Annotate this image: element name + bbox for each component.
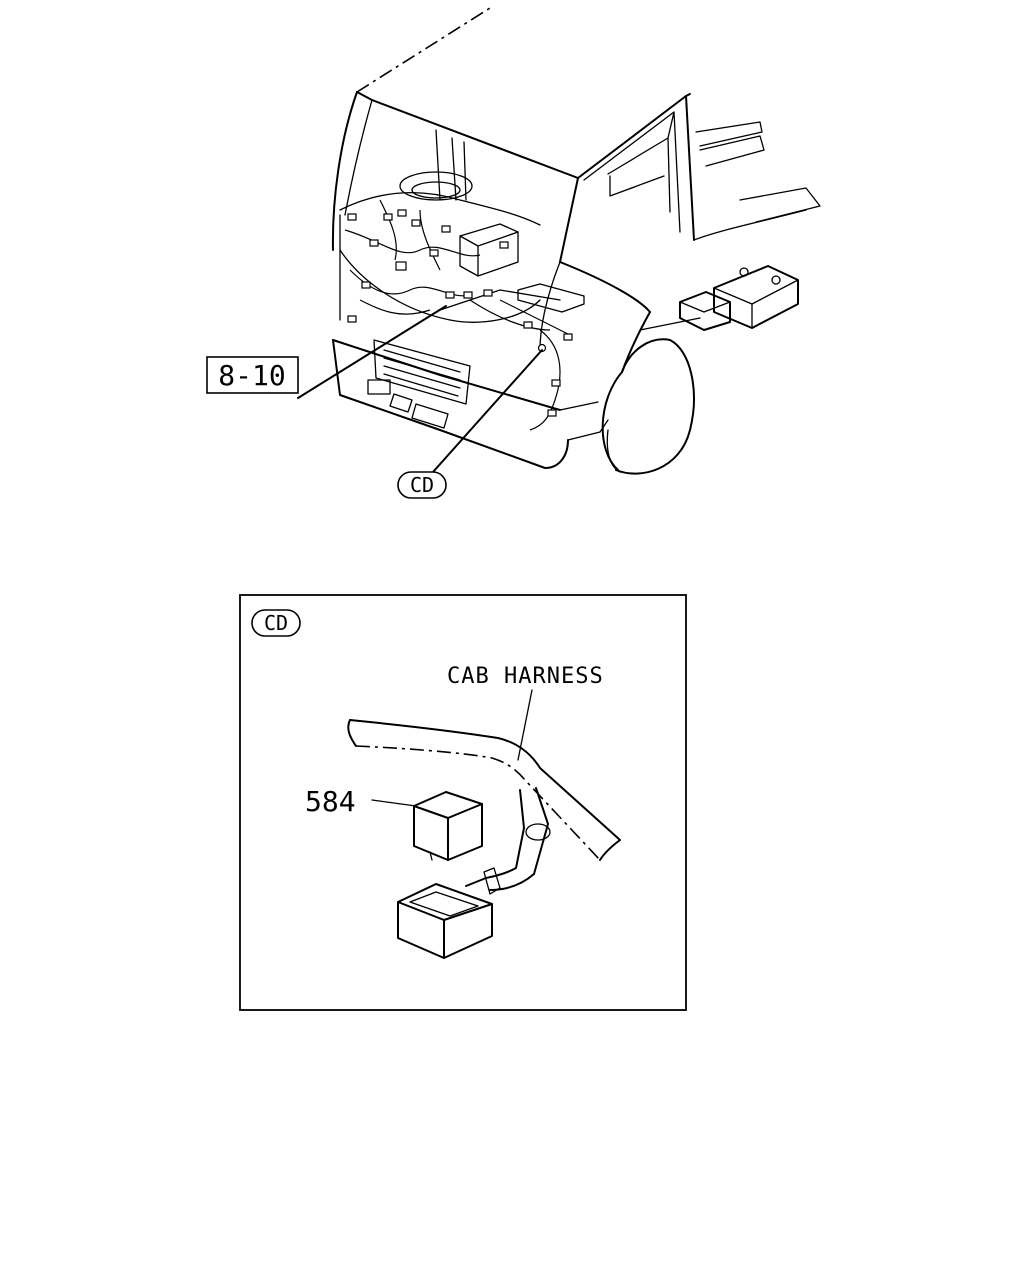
ref-callout-8-10[interactable]: 8-10 <box>206 356 299 394</box>
part-number-leader <box>371 799 417 807</box>
harness-label: CAB HARNESS <box>447 664 604 689</box>
detail-panel-tag: CD <box>251 609 301 637</box>
detail-tag-leader <box>432 349 543 473</box>
relay-socket <box>397 877 493 959</box>
harness-label-leader <box>517 689 533 761</box>
detail-tag-callout-label: CD <box>410 473 434 497</box>
cab-harness <box>347 719 621 895</box>
detail-panel: CD CAB HARNESS 584 <box>239 594 687 1011</box>
detail-panel-frame <box>239 594 687 1011</box>
detail-panel-tag-label: CD <box>264 611 288 635</box>
ref-box-leader <box>297 305 447 399</box>
truck-cab-illustration <box>331 7 821 475</box>
relay-584[interactable] <box>413 791 483 861</box>
ref-callout-label: 8-10 <box>218 359 285 392</box>
detail-tag-callout[interactable]: CD <box>397 471 447 499</box>
part-number-label: 584 <box>305 785 356 818</box>
